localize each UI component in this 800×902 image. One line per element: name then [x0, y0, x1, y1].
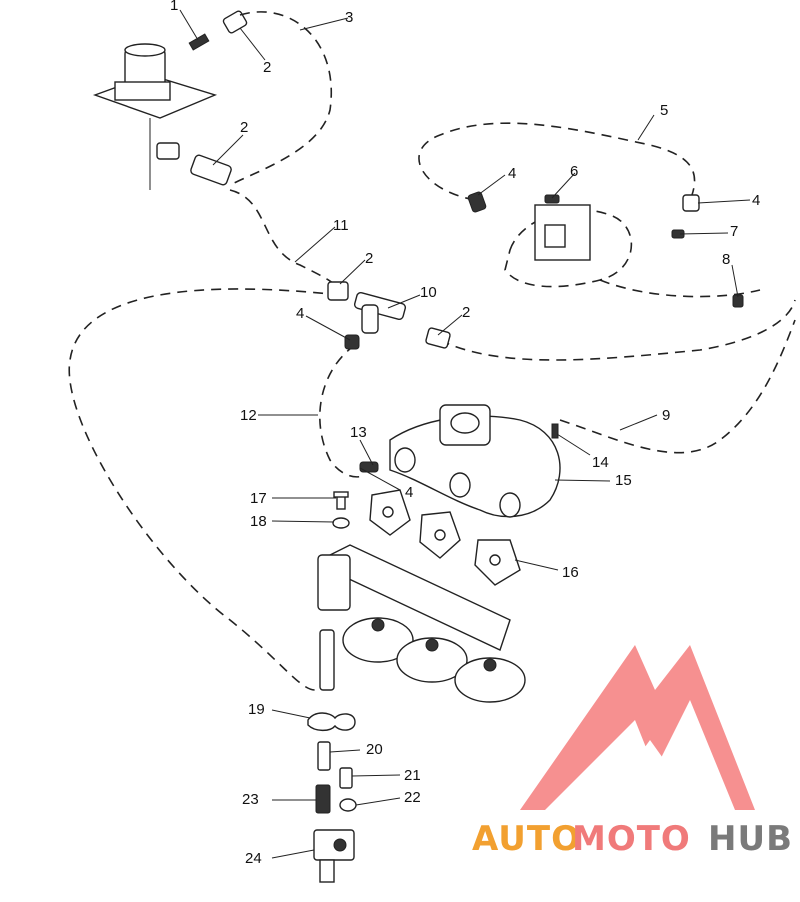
- callout-5: 5: [660, 102, 668, 119]
- callout-13: 13: [350, 424, 367, 441]
- callout-22: 22: [404, 789, 421, 806]
- fittings-right: [467, 191, 744, 308]
- callout-18: 18: [250, 513, 267, 530]
- washer-18: [332, 517, 350, 529]
- callout-2: 2: [263, 59, 271, 76]
- callout-2: 2: [462, 304, 470, 321]
- callout-10: 10: [420, 284, 437, 301]
- watermark-text: AUTO MOTO HUB: [472, 819, 793, 859]
- bolt-17: [333, 491, 349, 510]
- callout-6: 6: [570, 163, 578, 180]
- oil-tank: [92, 43, 218, 190]
- hose-long-left: [68, 288, 341, 691]
- callout-2: 2: [240, 119, 248, 136]
- callout-11: 11: [333, 217, 349, 234]
- callout-3: 3: [345, 9, 353, 26]
- callout-17: 17: [250, 490, 267, 507]
- callout-16: 16: [562, 564, 579, 581]
- hose-5: [418, 122, 696, 201]
- watermark-auto: AUTO: [472, 819, 581, 859]
- callout-labels: 1 2 3 2 5 4 6 4 7 8 11 2 10 4 2 12 9 13 …: [170, 0, 760, 867]
- callout-20: 20: [366, 741, 383, 758]
- callout-1: 1: [170, 0, 178, 14]
- callout-4: 4: [296, 305, 304, 322]
- clamp-2a: [222, 10, 248, 34]
- callout-21: 21: [404, 767, 421, 784]
- fitting-1: [188, 33, 210, 51]
- watermark-moto: MOTO: [572, 819, 691, 859]
- hose-upper-right: [439, 299, 796, 361]
- hose-11: [229, 189, 336, 286]
- callout-2: 2: [365, 250, 373, 267]
- watermark-hub: HUB: [708, 819, 793, 859]
- callout-23: 23: [242, 791, 259, 808]
- sensor-20: [317, 741, 331, 771]
- engine-heads: [317, 544, 526, 703]
- hose-9: [559, 319, 796, 454]
- washer-22: [339, 798, 357, 812]
- watermark-logo: [520, 645, 755, 810]
- hose-3: [229, 11, 333, 186]
- callout-24: 24: [245, 850, 262, 867]
- callout-7: 7: [730, 223, 738, 240]
- logo-shape: [520, 645, 755, 810]
- callout-8: 8: [722, 251, 730, 268]
- leader-lines: [179, 9, 751, 859]
- clamps-2b: [156, 142, 232, 186]
- callout-9: 9: [662, 407, 670, 424]
- bolt-21: [339, 767, 353, 789]
- fitting-13: [359, 461, 379, 473]
- callout-19: 19: [248, 701, 265, 718]
- callout-12: 12: [240, 407, 257, 424]
- gaskets-16: [369, 489, 521, 586]
- bolt-14: [551, 423, 559, 439]
- callout-15: 15: [615, 472, 632, 489]
- clamps-2cd: [327, 281, 451, 350]
- callout-4: 4: [508, 165, 516, 182]
- gasket-19: [307, 712, 356, 732]
- callout-14: 14: [592, 454, 609, 471]
- callout-4: 4: [752, 192, 760, 209]
- manifold-15: [389, 404, 561, 518]
- callout-4: 4: [405, 484, 413, 501]
- housing-24: [313, 829, 355, 883]
- logo-cutout: [600, 740, 700, 810]
- oil-pump: [504, 204, 761, 298]
- tee-fitting-10: [353, 292, 407, 334]
- spring-23: [315, 784, 331, 814]
- hose-12: [319, 344, 366, 478]
